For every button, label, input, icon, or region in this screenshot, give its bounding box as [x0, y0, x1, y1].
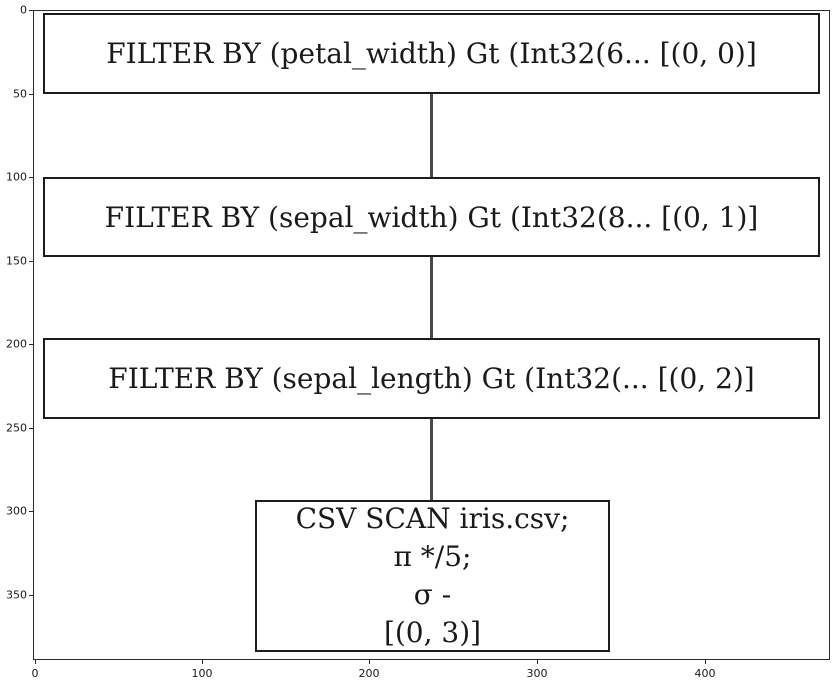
x-axis-tick-label: 200	[358, 667, 380, 680]
y-axis-tick	[29, 10, 33, 11]
plan-node-label: FILTER BY (sepal_length) Gt (Int32(... […	[108, 362, 755, 395]
plan-node-filter-sepal-length: FILTER BY (sepal_length) Gt (Int32(... […	[43, 338, 820, 419]
plan-edge	[430, 94, 433, 177]
y-axis-tick	[29, 511, 33, 512]
plan-node-line-source: CSV SCAN iris.csv;	[295, 502, 570, 535]
x-axis-tick-label: 300	[526, 667, 548, 680]
x-axis-tick	[705, 660, 706, 664]
plan-node-line-position: [(0, 3)]	[383, 616, 482, 649]
y-axis-tick-label: 350	[6, 588, 27, 602]
x-axis-tick	[369, 660, 370, 664]
y-axis-tick-label: 150	[6, 254, 27, 268]
plan-node-line-projection: π */5;	[393, 540, 472, 573]
y-axis-tick-label: 200	[6, 337, 27, 351]
plan-edge	[430, 419, 433, 500]
y-axis-tick	[29, 595, 33, 596]
y-axis-tick-label: 250	[6, 421, 27, 435]
plan-node-filter-petal-width: FILTER BY (petal_width) Gt (Int32(6... […	[43, 13, 820, 94]
plan-edge	[430, 257, 433, 338]
y-axis-tick	[29, 344, 33, 345]
x-axis-tick	[202, 660, 203, 664]
y-axis-tick	[29, 177, 33, 178]
y-axis-tick	[29, 261, 33, 262]
y-axis-tick	[29, 94, 33, 95]
x-axis-tick-label: 100	[191, 667, 213, 680]
y-axis-tick-label: 0	[20, 3, 27, 17]
plan-node-label: FILTER BY (petal_width) Gt (Int32(6... […	[106, 37, 757, 70]
plan-node-label: FILTER BY (sepal_width) Gt (Int32(8... […	[104, 200, 759, 234]
plan-node-line-selection: σ -	[413, 578, 452, 611]
y-axis-tick-label: 300	[6, 504, 27, 518]
plan-node-csv-scan: CSV SCAN iris.csv; π */5; σ - [(0, 3)]	[255, 500, 610, 652]
y-axis-tick-label: 50	[13, 87, 27, 101]
x-axis-tick	[35, 660, 36, 664]
x-axis-tick	[537, 660, 538, 664]
x-axis-tick-label: 400	[694, 667, 716, 680]
y-axis-tick	[29, 428, 33, 429]
plan-node-filter-sepal-width: FILTER BY (sepal_width) Gt (Int32(8... […	[43, 177, 820, 257]
x-axis-tick-label: 0	[31, 667, 39, 680]
y-axis-tick-label: 100	[6, 170, 27, 184]
